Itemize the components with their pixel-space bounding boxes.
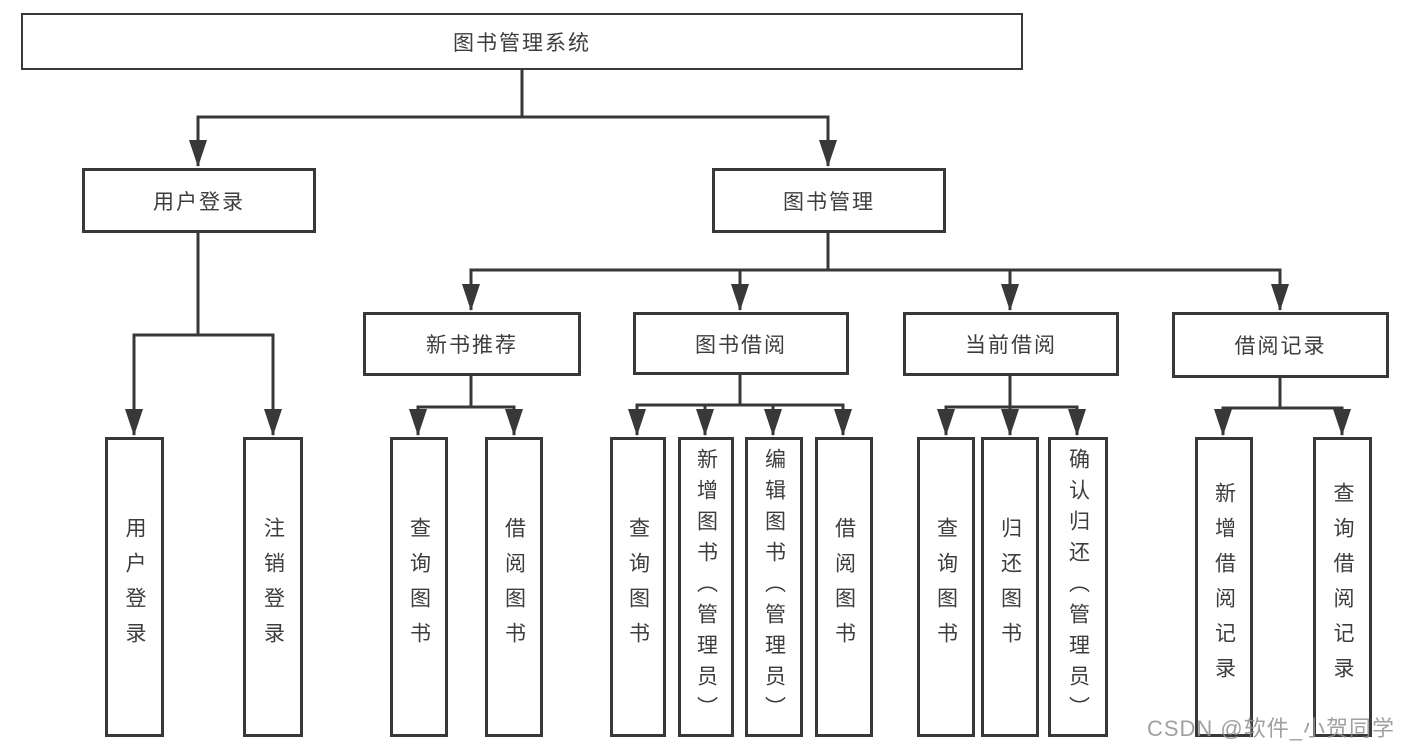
node-label: 新增图书（管理员） — [694, 447, 718, 727]
node-label: 注销登录 — [261, 517, 285, 657]
node-label: 图书管理系统 — [453, 31, 591, 55]
node-label: 借阅图书 — [502, 517, 526, 657]
node-book-management: 图书管理 — [712, 168, 946, 233]
leaf-add-borrow-record: 新增借阅记录 — [1195, 437, 1253, 737]
node-label: 确认归还（管理员） — [1066, 447, 1090, 727]
node-label: 归还图书 — [998, 517, 1022, 657]
leaf-query-books-borrowing: 查询图书 — [610, 437, 666, 737]
node-label: 用户登录 — [123, 517, 146, 657]
node-label: 查询图书 — [934, 517, 958, 657]
leaf-add-books-admin: 新增图书（管理员） — [678, 437, 734, 737]
csdn-watermark: CSDN @软件_小贺同学 — [1146, 716, 1395, 741]
node-new-book-recommendation: 新书推荐 — [363, 312, 581, 376]
node-current-borrowing: 当前借阅 — [903, 312, 1119, 376]
node-label: 图书管理 — [783, 190, 875, 214]
node-library-management-system: 图书管理系统 — [21, 13, 1023, 70]
leaf-query-books-current: 查询图书 — [917, 437, 975, 737]
node-label: 当前借阅 — [965, 334, 1057, 357]
node-label: 借阅记录 — [1234, 335, 1327, 358]
leaf-user-login: 用户登录 — [105, 437, 164, 737]
node-label: 图书借阅 — [695, 333, 787, 357]
leaf-edit-books-admin: 编辑图书（管理员） — [745, 437, 803, 737]
node-label: 编辑图书（管理员） — [762, 447, 786, 727]
node-label: 借阅图书 — [832, 517, 856, 657]
leaf-borrow-books-recommend: 借阅图书 — [485, 437, 543, 737]
node-label: 新书推荐 — [426, 334, 518, 357]
node-user-login: 用户登录 — [82, 168, 316, 233]
node-borrowing-records: 借阅记录 — [1172, 312, 1389, 378]
leaf-query-books-recommend: 查询图书 — [390, 437, 448, 737]
node-label: 新增借阅记录 — [1212, 482, 1236, 692]
node-label: 用户登录 — [153, 190, 245, 214]
leaf-borrow-books: 借阅图书 — [815, 437, 873, 737]
node-label: 查询图书 — [407, 517, 431, 657]
leaf-return-books: 归还图书 — [981, 437, 1039, 737]
node-book-borrowing: 图书借阅 — [633, 312, 849, 375]
node-label: 查询图书 — [626, 517, 650, 657]
connector-segments — [125, 70, 1351, 436]
node-label: 查询借阅记录 — [1331, 482, 1354, 692]
leaf-query-borrow-record: 查询借阅记录 — [1313, 437, 1372, 737]
leaf-confirm-return-admin: 确认归还（管理员） — [1048, 437, 1108, 737]
leaf-logout: 注销登录 — [243, 437, 303, 737]
